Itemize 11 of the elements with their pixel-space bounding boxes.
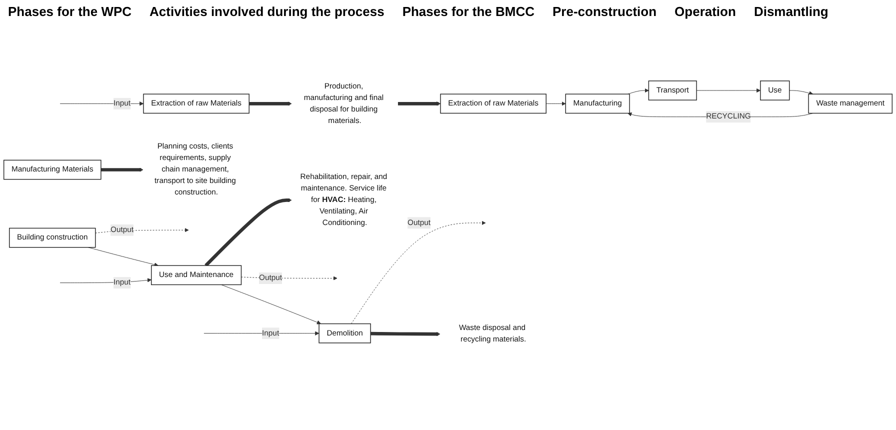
column-heading: Phases for the WPC (8, 4, 132, 19)
arrow (204, 198, 292, 267)
column-heading: Activities involved during the process (150, 4, 384, 19)
column-heading: Phases for the BMCC (402, 4, 535, 19)
phase-heading: Pre-construction (552, 4, 657, 19)
arrow (370, 332, 440, 336)
phase-heading: Operation (674, 4, 736, 19)
arrow (249, 101, 292, 106)
arrow (100, 168, 144, 172)
phase-heading: Dismantling (754, 4, 828, 19)
arrow (398, 101, 441, 106)
